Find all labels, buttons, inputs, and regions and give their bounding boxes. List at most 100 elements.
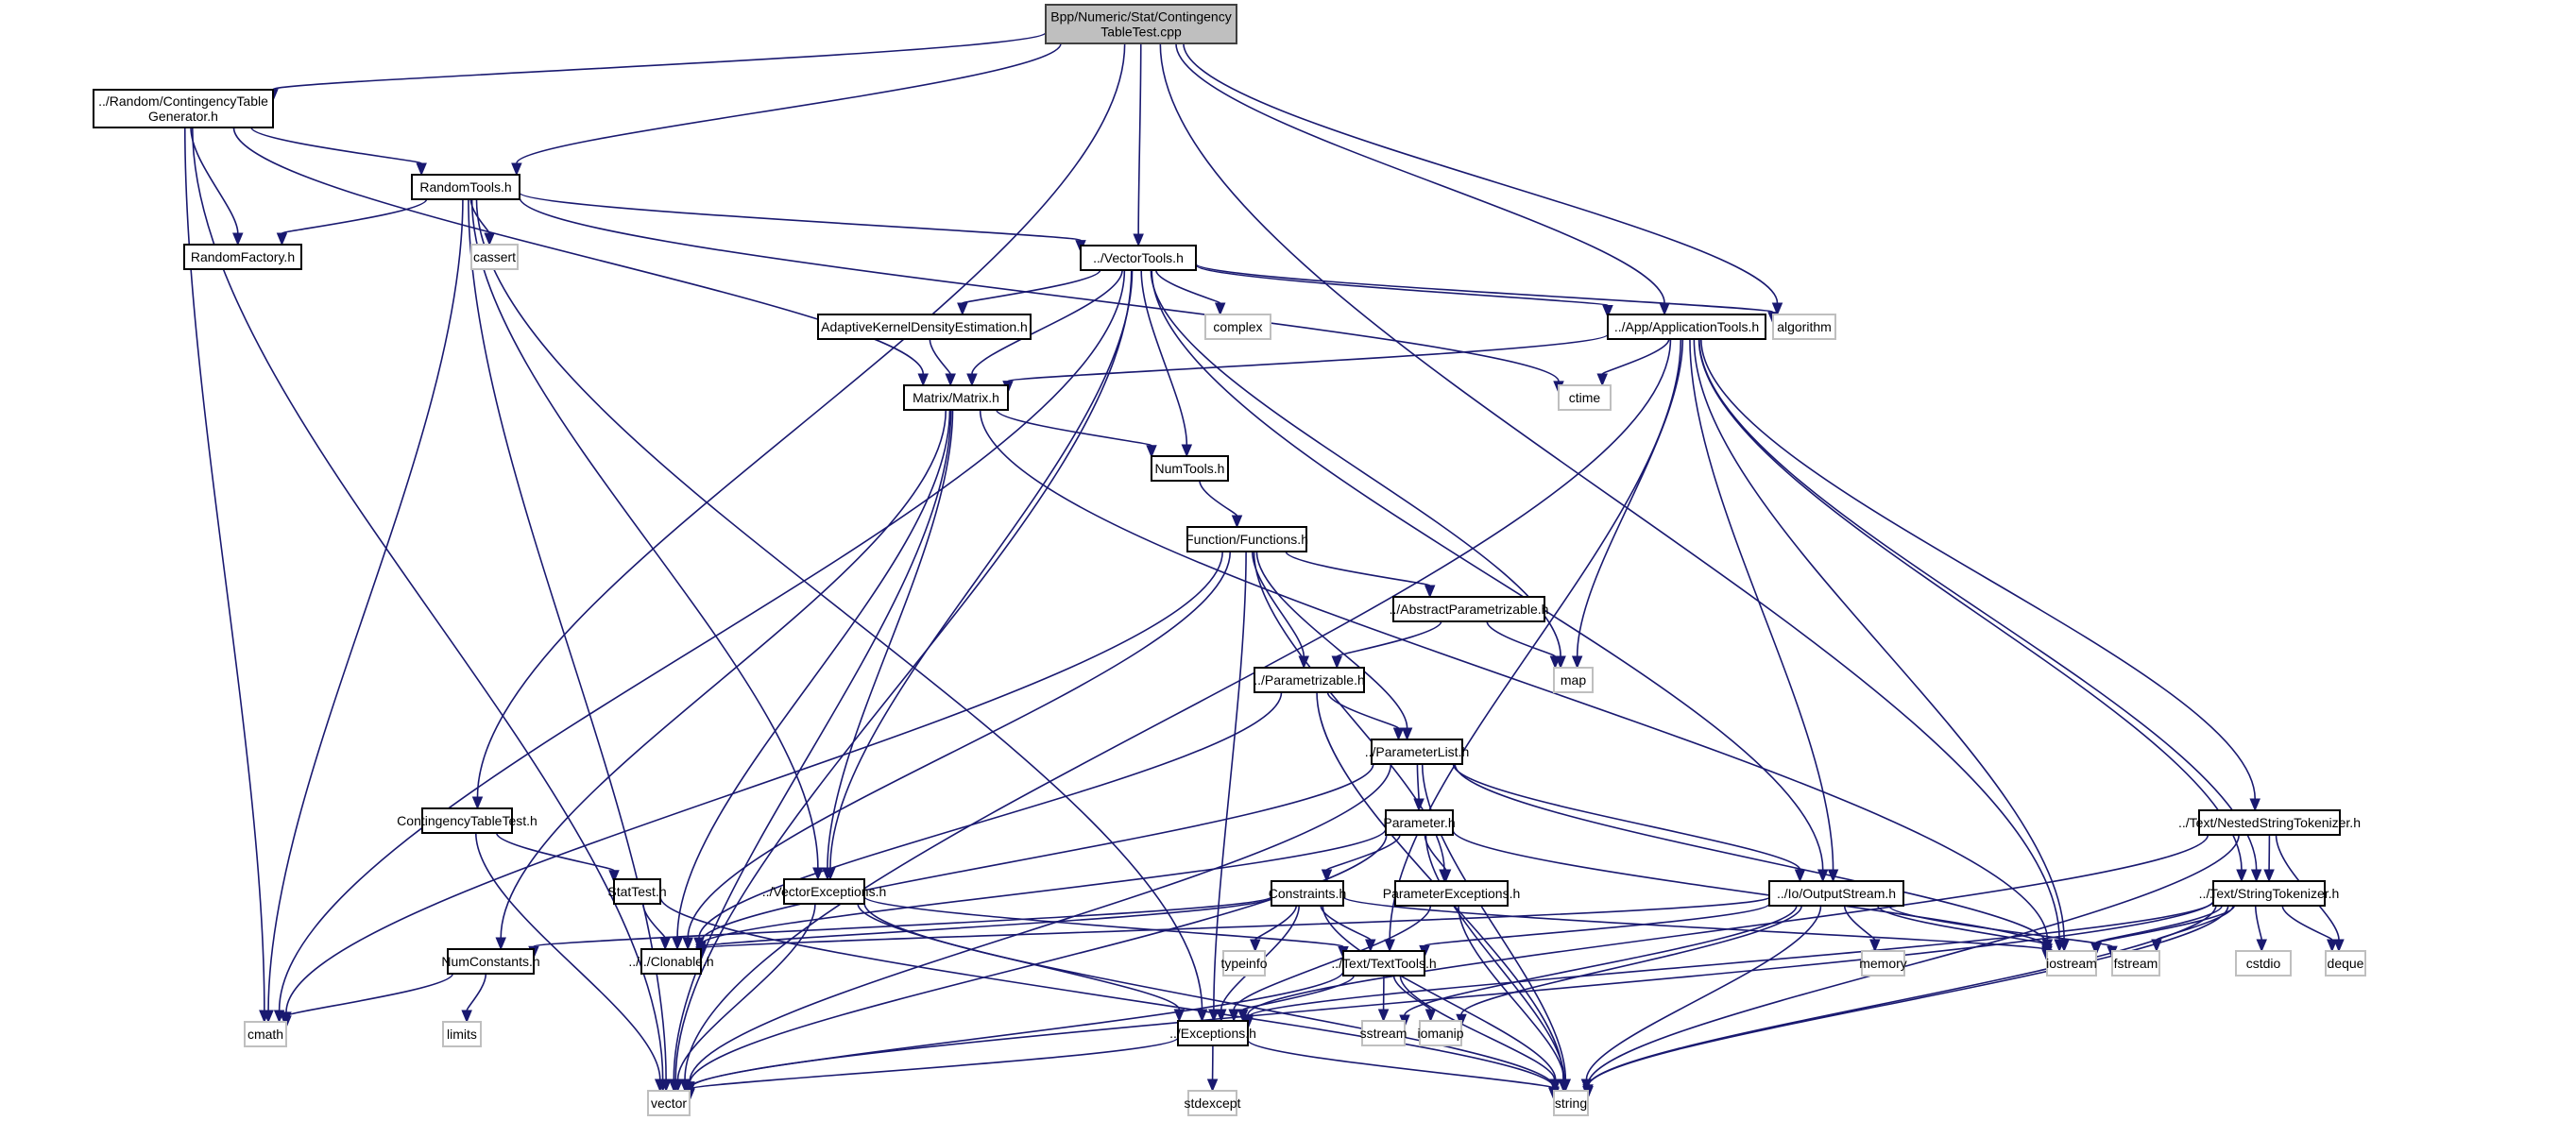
node-box <box>442 1021 482 1047</box>
arrowhead-icon <box>682 937 693 951</box>
node-map: map <box>1553 667 1594 693</box>
edge-line <box>500 409 947 939</box>
edge-line <box>1151 269 1824 871</box>
node-vectortools[interactable]: ../VectorTools.h <box>1080 245 1197 271</box>
node-box <box>1553 667 1594 693</box>
node-box <box>1772 314 1836 340</box>
node-box <box>1768 880 1904 907</box>
edge-parametrizable-to-paramlist <box>1326 691 1405 741</box>
arrowhead-icon <box>471 796 484 810</box>
edge-line <box>700 896 1770 949</box>
edge-vecexc-to-string <box>863 902 1560 1100</box>
node-apptools[interactable]: ../App/ApplicationTools.h <box>1607 314 1766 340</box>
node-randomtools[interactable]: RandomTools.h <box>411 174 520 200</box>
node-stringtok[interactable]: ../Text/StringTokenizer.h <box>2199 880 2340 907</box>
edge-line <box>1389 338 1682 941</box>
node-paramlist[interactable]: ../ParameterList.h <box>1365 739 1470 765</box>
node-label: ../Exceptions.h <box>1169 1026 1256 1041</box>
edge-line <box>1285 551 1431 586</box>
arrowhead-icon <box>1321 869 1333 883</box>
node-label: cstdio <box>2246 956 2281 971</box>
arrowhead-icon <box>654 1079 666 1093</box>
node-box <box>1558 384 1612 411</box>
node-box <box>1419 1020 1462 1046</box>
edge-line <box>1254 905 1298 941</box>
edge-line <box>689 971 1344 1089</box>
node-label: NumTools.h <box>1155 461 1225 476</box>
node-numconstants[interactable]: NumConstants.h <box>441 948 540 975</box>
edge-texttools-to-string <box>1399 975 1561 1093</box>
node-matrix[interactable]: Matrix/Matrix.h <box>903 384 1009 411</box>
node-box <box>613 878 661 905</box>
node-parametrizable[interactable]: ../Parametrizable.h <box>1254 667 1365 693</box>
node-vector: vector <box>647 1090 691 1116</box>
node-label: ../Io/OutputStream.h <box>1777 886 1896 901</box>
node-akde[interactable]: AdaptiveKernelDensityEstimation.h <box>817 314 1032 340</box>
arrowhead-icon <box>2327 939 2338 953</box>
node-vecexc[interactable]: ../VectorExceptions.h <box>762 878 887 905</box>
edge-filetools-to-cstdio <box>2254 905 2267 953</box>
arrowhead-icon <box>1237 1009 1249 1023</box>
node-box <box>1607 314 1766 340</box>
edge-line <box>1322 905 1557 1080</box>
arrowhead-icon <box>1214 302 1226 316</box>
edge-line <box>673 409 952 1080</box>
node-texttools[interactable]: ../Text/TextTools.h <box>1331 950 1437 977</box>
edge-line <box>250 127 422 164</box>
node-clonable[interactable]: ../../Clonable.h <box>628 948 714 975</box>
edge-vecexc-to-exceptions <box>857 903 1186 1023</box>
edge-line <box>863 895 1344 948</box>
node-root[interactable]: Bpp/Numeric/Stat/ContingencyTableTest.cp… <box>1045 4 1237 44</box>
arrowhead-icon <box>1250 939 1261 953</box>
edge-line <box>674 269 1133 1080</box>
edge-line <box>1392 975 1432 1011</box>
node-box <box>1045 4 1237 44</box>
node-exceptions[interactable]: ../Exceptions.h <box>1169 1020 1256 1046</box>
edge-matrix-to-clonable <box>672 409 951 951</box>
node-stattest[interactable]: StatTest.h <box>607 878 667 905</box>
edge-line <box>1399 975 1556 1080</box>
edge-line <box>1876 905 2048 946</box>
edge-ctgen-to-vector <box>191 127 669 1093</box>
edge-line <box>1137 42 1142 235</box>
node-nestedtok[interactable]: ../Text/NestedStringTokenizer.h <box>2178 809 2361 836</box>
node-box <box>1861 950 1905 977</box>
node-cassert: cassert <box>470 244 519 270</box>
node-memory: memory <box>1859 950 1907 977</box>
edge-matrix-to-numtools <box>996 409 1157 459</box>
edge-line <box>971 269 1123 375</box>
node-numtools[interactable]: NumTools.h <box>1151 455 1229 482</box>
node-parameter[interactable]: Parameter.h <box>1383 809 1456 836</box>
arrowhead-icon <box>917 373 929 387</box>
edge-stringtok-to-deque <box>2281 905 2338 953</box>
edge-functions-to-paramlist <box>1255 551 1413 741</box>
edge-parameter-to-paramexc <box>1424 834 1452 883</box>
edge-stringtok-to-iostream <box>2090 905 2236 957</box>
node-cttest[interactable]: ContingencyTableTest.h <box>397 807 537 834</box>
edge-randomtools-to-vecexc <box>470 198 824 881</box>
node-absparam[interactable]: ../AbstractParametrizable.h <box>1390 596 1549 622</box>
edge-line <box>1486 620 1557 657</box>
edge-line <box>1587 905 2217 1087</box>
edge-line <box>863 902 1555 1088</box>
node-cstdio: cstdio <box>2235 950 2292 977</box>
node-label: memory <box>1859 956 1907 971</box>
edge-outputstream-to-string <box>1580 905 1822 1093</box>
arrowhead-icon <box>1331 655 1343 670</box>
node-label: limits <box>447 1027 477 1042</box>
node-constraints[interactable]: Constraints.h <box>1269 880 1346 907</box>
node-paramexc[interactable]: ParameterExceptions.h <box>1383 880 1521 907</box>
edge-line <box>659 896 1555 1089</box>
arrowhead-icon <box>945 373 956 387</box>
node-randomfactory[interactable]: RandomFactory.h <box>183 244 302 270</box>
edge-vectortools-to-apptools <box>1195 263 1613 318</box>
node-label: fstream <box>2114 956 2158 971</box>
edge-line <box>1154 269 1221 304</box>
edge-line <box>1601 338 1670 375</box>
node-label: complex <box>1213 319 1262 334</box>
node-label: Bpp/Numeric/Stat/Contingency <box>1050 9 1231 25</box>
node-outputstream[interactable]: ../Io/OutputStream.h <box>1768 880 1904 907</box>
node-functions[interactable]: Function/Functions.h <box>1186 526 1308 552</box>
arrowhead-icon <box>608 870 620 884</box>
